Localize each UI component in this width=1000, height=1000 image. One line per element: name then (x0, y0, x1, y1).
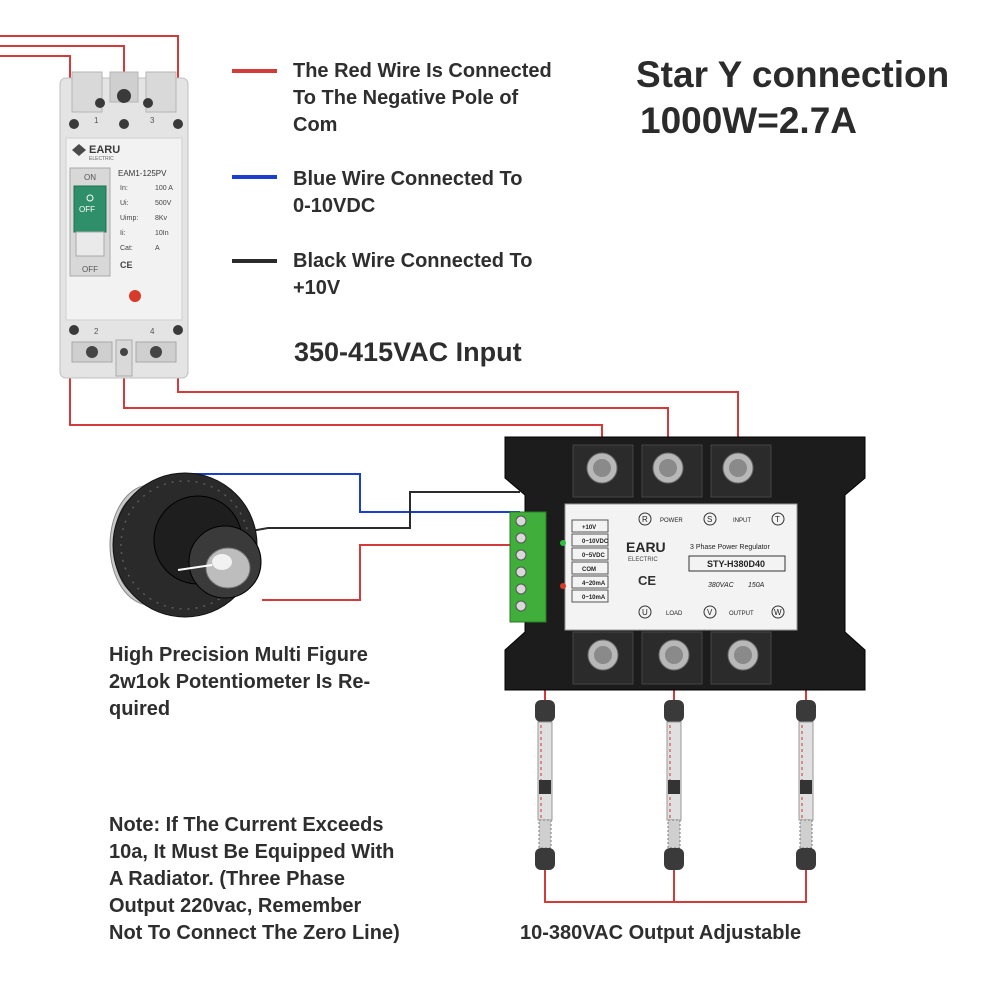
com-red-wire (262, 544, 520, 601)
star-point-wire (544, 870, 807, 903)
svg-text:EARU: EARU (626, 539, 666, 555)
status-led-red (560, 583, 566, 589)
svg-text:10In: 10In (155, 230, 169, 237)
heater-element-v (664, 700, 684, 870)
circuit-breaker: 1 3 EARU ELECTRIC EAM1-125PV ON OFF OFF … (59, 71, 189, 379)
breaker-trip-indicator (129, 290, 141, 302)
input-terminal-block (572, 444, 772, 498)
breaker-terminal-3: 3 (150, 116, 155, 125)
legend-blue-text: Blue Wire Connected To 0-10VDC (293, 168, 523, 217)
power-regulator: +10V 0~10VDC 0~5VDC COM 4~20mA 0~10mA R … (504, 436, 866, 691)
regulator-rating-voltage: 380VAC (708, 582, 735, 589)
regulator-product-name: 3 Phase Power Regulator (690, 544, 770, 551)
breaker-spec-table: In: 100 A Ui: 500V Uimp: 8Kv Ii: 10In Cat: A (120, 185, 173, 252)
regulator-ce-mark: CE (638, 573, 656, 588)
title-line-2: 1000W=2.7A (640, 100, 857, 141)
input-voltage-label: 350-415VAC Input (294, 337, 522, 367)
svg-text:A: A (155, 245, 160, 252)
input-wire-l1 (0, 35, 179, 80)
terminal-label-r: R (642, 515, 648, 524)
svg-text:0~10VDC: 0~10VDC (582, 539, 609, 545)
svg-text:ELECTRIC: ELECTRIC (628, 557, 658, 563)
input-wire-l3 (0, 55, 71, 80)
regulator-label-panel (564, 503, 798, 631)
svg-text:In:: In: (120, 185, 128, 192)
svg-text:0~10mA: 0~10mA (582, 595, 606, 601)
terminal-label-w: W (774, 608, 782, 617)
svg-text:COM: COM (582, 567, 596, 573)
breaker-to-s-wire (123, 375, 669, 455)
breaker-to-t-wire (177, 375, 739, 455)
status-led-green (560, 540, 566, 546)
breaker-on-label: ON (84, 173, 96, 182)
output-label-small: OUTPUT (729, 611, 754, 617)
regulator-model: STY-H380D40 (707, 559, 765, 569)
heater-element-w (796, 700, 816, 870)
regulator-earu-logo: EARU ELECTRIC CE (626, 539, 666, 588)
svg-text:4~20mA: 4~20mA (582, 581, 606, 587)
svg-text:Ui:: Ui: (120, 200, 129, 207)
blue-wire (185, 473, 520, 513)
svg-text:Cat:: Cat: (120, 245, 133, 252)
terminal-label-u: U (642, 608, 648, 617)
svg-text:8Kv: 8Kv (155, 215, 168, 222)
breaker-terminal-2: 2 (94, 327, 99, 336)
breaker-toggle-switch[interactable] (73, 185, 107, 233)
radiator-note: Note: If The Current Exceeds 10a, It Mus… (109, 814, 400, 944)
control-terminal-block (509, 511, 547, 623)
breaker-earu-logo: EARU ELECTRIC (72, 144, 120, 162)
breaker-off-label: OFF (82, 265, 98, 274)
breaker-model: EAM1-125PV (118, 169, 167, 178)
control-pin-labels: +10V 0~10VDC 0~5VDC COM 4~20mA 0~10mA (571, 519, 609, 603)
regulator-model-box (688, 555, 786, 572)
legend-red-text: The Red Wire Is Connected To The Negativ… (293, 60, 552, 136)
output-terminal-block (572, 631, 772, 685)
terminal-label-v: V (707, 608, 713, 617)
terminal-label-t: T (775, 515, 780, 524)
svg-text:EARU: EARU (89, 144, 120, 156)
input-wire-l2 (0, 45, 125, 72)
input-label: INPUT (733, 518, 751, 524)
breaker-terminal-4: 4 (150, 327, 155, 336)
terminal-label-s: S (707, 515, 712, 524)
svg-text:500V: 500V (155, 200, 172, 207)
potentiometer-caption: High Precision Multi Figure 2w1ok Potent… (109, 644, 371, 720)
svg-text:Ii:: Ii: (120, 230, 126, 237)
title-line-1: Star Y connection (636, 54, 950, 95)
svg-text:Uimp:: Uimp: (120, 215, 138, 222)
svg-text:100 A: 100 A (155, 185, 173, 192)
regulator-rating-current: 150A (748, 582, 765, 589)
output-voltage-label: 10-380VAC Output Adjustable (520, 922, 802, 944)
svg-text:+10V: +10V (582, 525, 596, 531)
heater-element-u (535, 700, 555, 870)
breaker-terminal-1: 1 (94, 116, 99, 125)
breaker-ce-mark: CE (120, 260, 133, 270)
svg-text:0~5VDC: 0~5VDC (582, 553, 606, 559)
load-label: LOAD (666, 611, 683, 617)
breaker-switch-off-text: OFF (79, 205, 95, 214)
svg-text:ELECTRIC: ELECTRIC (89, 156, 114, 162)
legend-black-text: Black Wire Connected To +10V (293, 250, 533, 299)
power-label: POWER (660, 518, 683, 524)
potentiometer (109, 472, 262, 618)
